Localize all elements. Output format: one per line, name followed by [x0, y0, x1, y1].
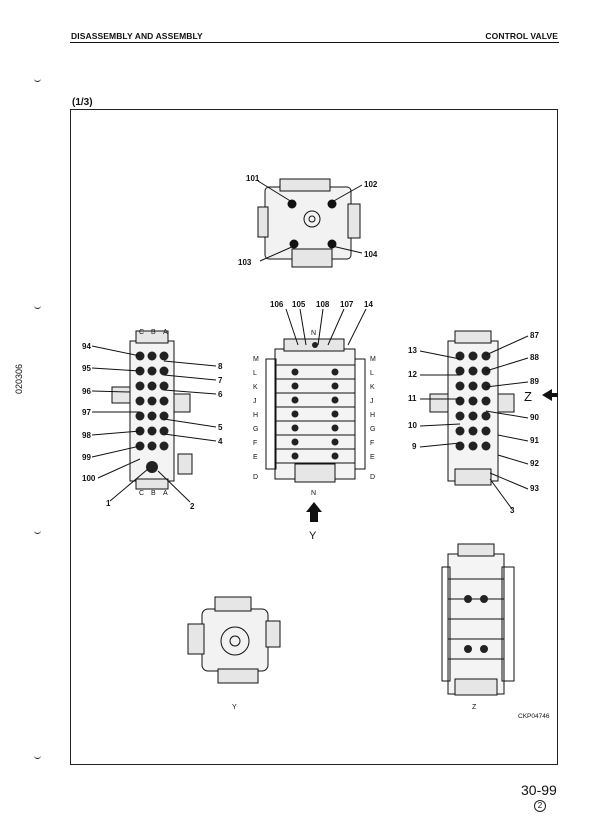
view-arrow-y-label: Y	[309, 530, 317, 542]
callout-107: 107	[340, 300, 354, 309]
callout-5: 5	[218, 423, 223, 432]
binder-mark	[34, 78, 41, 82]
callout-8: 8	[218, 362, 223, 371]
view-label-y: Y	[232, 704, 237, 711]
section-label: (1/3)	[72, 97, 93, 108]
callout-102: 102	[364, 180, 378, 189]
callout-96: 96	[82, 387, 91, 396]
port-letter-a-bottom: A	[163, 490, 168, 497]
callout-3: 3	[510, 506, 515, 515]
row-j-right: J	[370, 398, 374, 405]
callout-106: 106	[270, 300, 284, 309]
port-letter-a-top: A	[163, 329, 168, 336]
row-m-right: M	[370, 356, 376, 363]
callout-95: 95	[82, 364, 91, 373]
callout-104: 104	[364, 250, 378, 259]
callout-94: 94	[82, 342, 91, 351]
side-document-code: 020306	[14, 363, 24, 394]
valve-right-view	[429, 330, 515, 486]
row-l-left: L	[253, 370, 257, 377]
row-e-right: E	[370, 454, 375, 461]
row-d-right: D	[370, 474, 375, 481]
callout-10: 10	[408, 421, 417, 430]
row-j-left: J	[253, 398, 257, 405]
callout-4: 4	[218, 437, 223, 446]
row-h-left: H	[253, 412, 258, 419]
callout-12: 12	[408, 370, 417, 379]
port-n-bottom: N	[311, 490, 316, 497]
row-k-left: K	[253, 384, 258, 391]
callout-88: 88	[530, 353, 539, 362]
valve-center-view	[265, 338, 366, 483]
port-letter-c-bottom: C	[139, 490, 144, 497]
binder-mark	[34, 530, 41, 534]
port-n-top: N	[311, 330, 316, 337]
callout-2: 2	[190, 502, 195, 511]
callout-108: 108	[316, 300, 330, 309]
view-label-z: Z	[472, 704, 477, 711]
row-k-right: K	[370, 384, 375, 391]
control-valve-diagram: 101 102 103 104 94 95 96 97 98 99 100 1 …	[82, 174, 558, 720]
callout-1: 1	[106, 499, 111, 508]
binder-mark	[34, 305, 41, 309]
port-letter-b-top: B	[151, 329, 156, 336]
callout-98: 98	[82, 431, 91, 440]
row-e-left: E	[253, 454, 258, 461]
binder-mark	[34, 755, 41, 759]
valve-top-view	[257, 178, 361, 268]
callout-13: 13	[408, 346, 417, 355]
revision-mark: 2	[534, 800, 546, 812]
left-view-ports	[135, 351, 169, 473]
callout-9: 9	[412, 442, 417, 451]
callout-101: 101	[246, 174, 260, 183]
callout-11: 11	[408, 394, 417, 403]
valve-view-z	[441, 543, 515, 696]
callout-97: 97	[82, 408, 91, 417]
view-arrow-z-icon	[542, 389, 558, 401]
valve-view-y	[187, 596, 281, 684]
center-view-ports	[291, 342, 339, 460]
port-letter-c-top: C	[139, 329, 144, 336]
view-arrow-z-label: Z	[524, 389, 532, 404]
row-m-left: M	[253, 356, 259, 363]
row-f-right: F	[370, 440, 374, 447]
callout-87: 87	[530, 331, 539, 340]
callout-7: 7	[218, 376, 223, 385]
header-rule	[70, 42, 559, 43]
port-letter-b-bottom: B	[151, 490, 156, 497]
callout-89: 89	[530, 377, 539, 386]
row-g-right: G	[370, 426, 375, 433]
callout-93: 93	[530, 484, 539, 493]
header-component-title: CONTROL VALVE	[485, 31, 558, 41]
row-d-left: D	[253, 474, 258, 481]
callout-105: 105	[292, 300, 306, 309]
callout-14: 14	[364, 300, 373, 309]
callout-100: 100	[82, 474, 96, 483]
callout-6: 6	[218, 390, 223, 399]
row-f-left: F	[253, 440, 257, 447]
callout-91: 91	[530, 436, 539, 445]
row-l-right: L	[370, 370, 374, 377]
callout-103: 103	[238, 258, 252, 267]
view-arrow-y-icon	[306, 502, 322, 522]
header-section-title: DISASSEMBLY AND ASSEMBLY	[71, 31, 203, 41]
row-g-left: G	[253, 426, 258, 433]
callout-99: 99	[82, 453, 91, 462]
figure-frame	[70, 109, 558, 765]
drawing-code: CKP04746	[518, 713, 550, 720]
valve-left-view	[111, 330, 193, 490]
row-h-right: H	[370, 412, 375, 419]
page-number: 30-99	[521, 782, 557, 798]
callout-92: 92	[530, 459, 539, 468]
callout-90: 90	[530, 413, 539, 422]
